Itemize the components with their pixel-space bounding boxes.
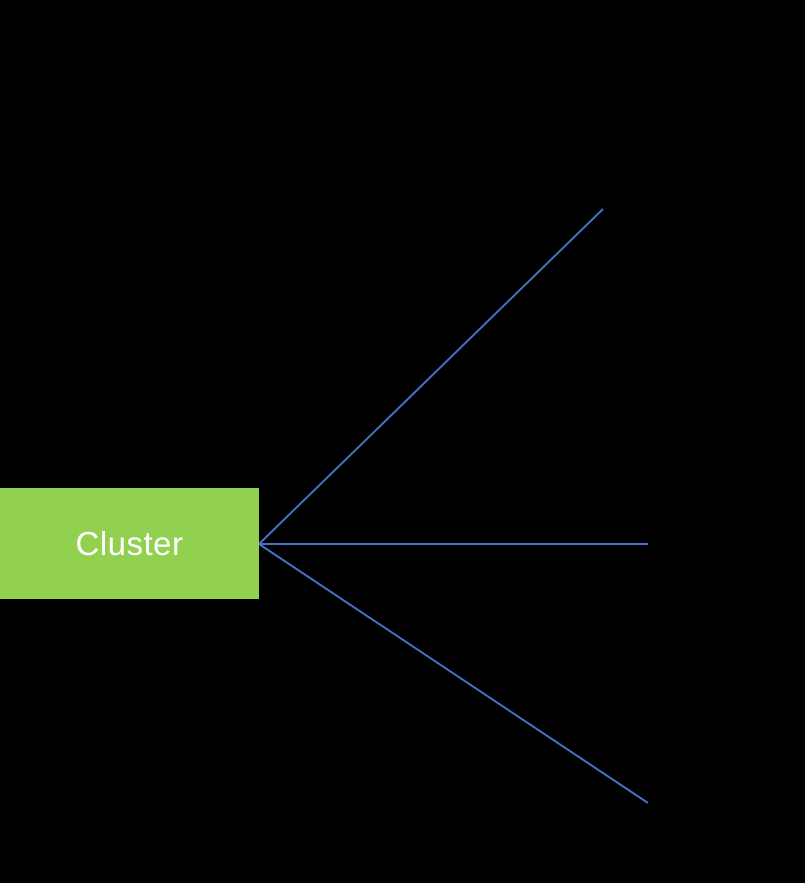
connector-line-top[interactable] xyxy=(258,208,604,545)
connector-line-bottom[interactable] xyxy=(258,543,649,804)
cluster-node-label: Cluster xyxy=(75,525,184,562)
cluster-node[interactable]: Cluster xyxy=(0,488,259,599)
